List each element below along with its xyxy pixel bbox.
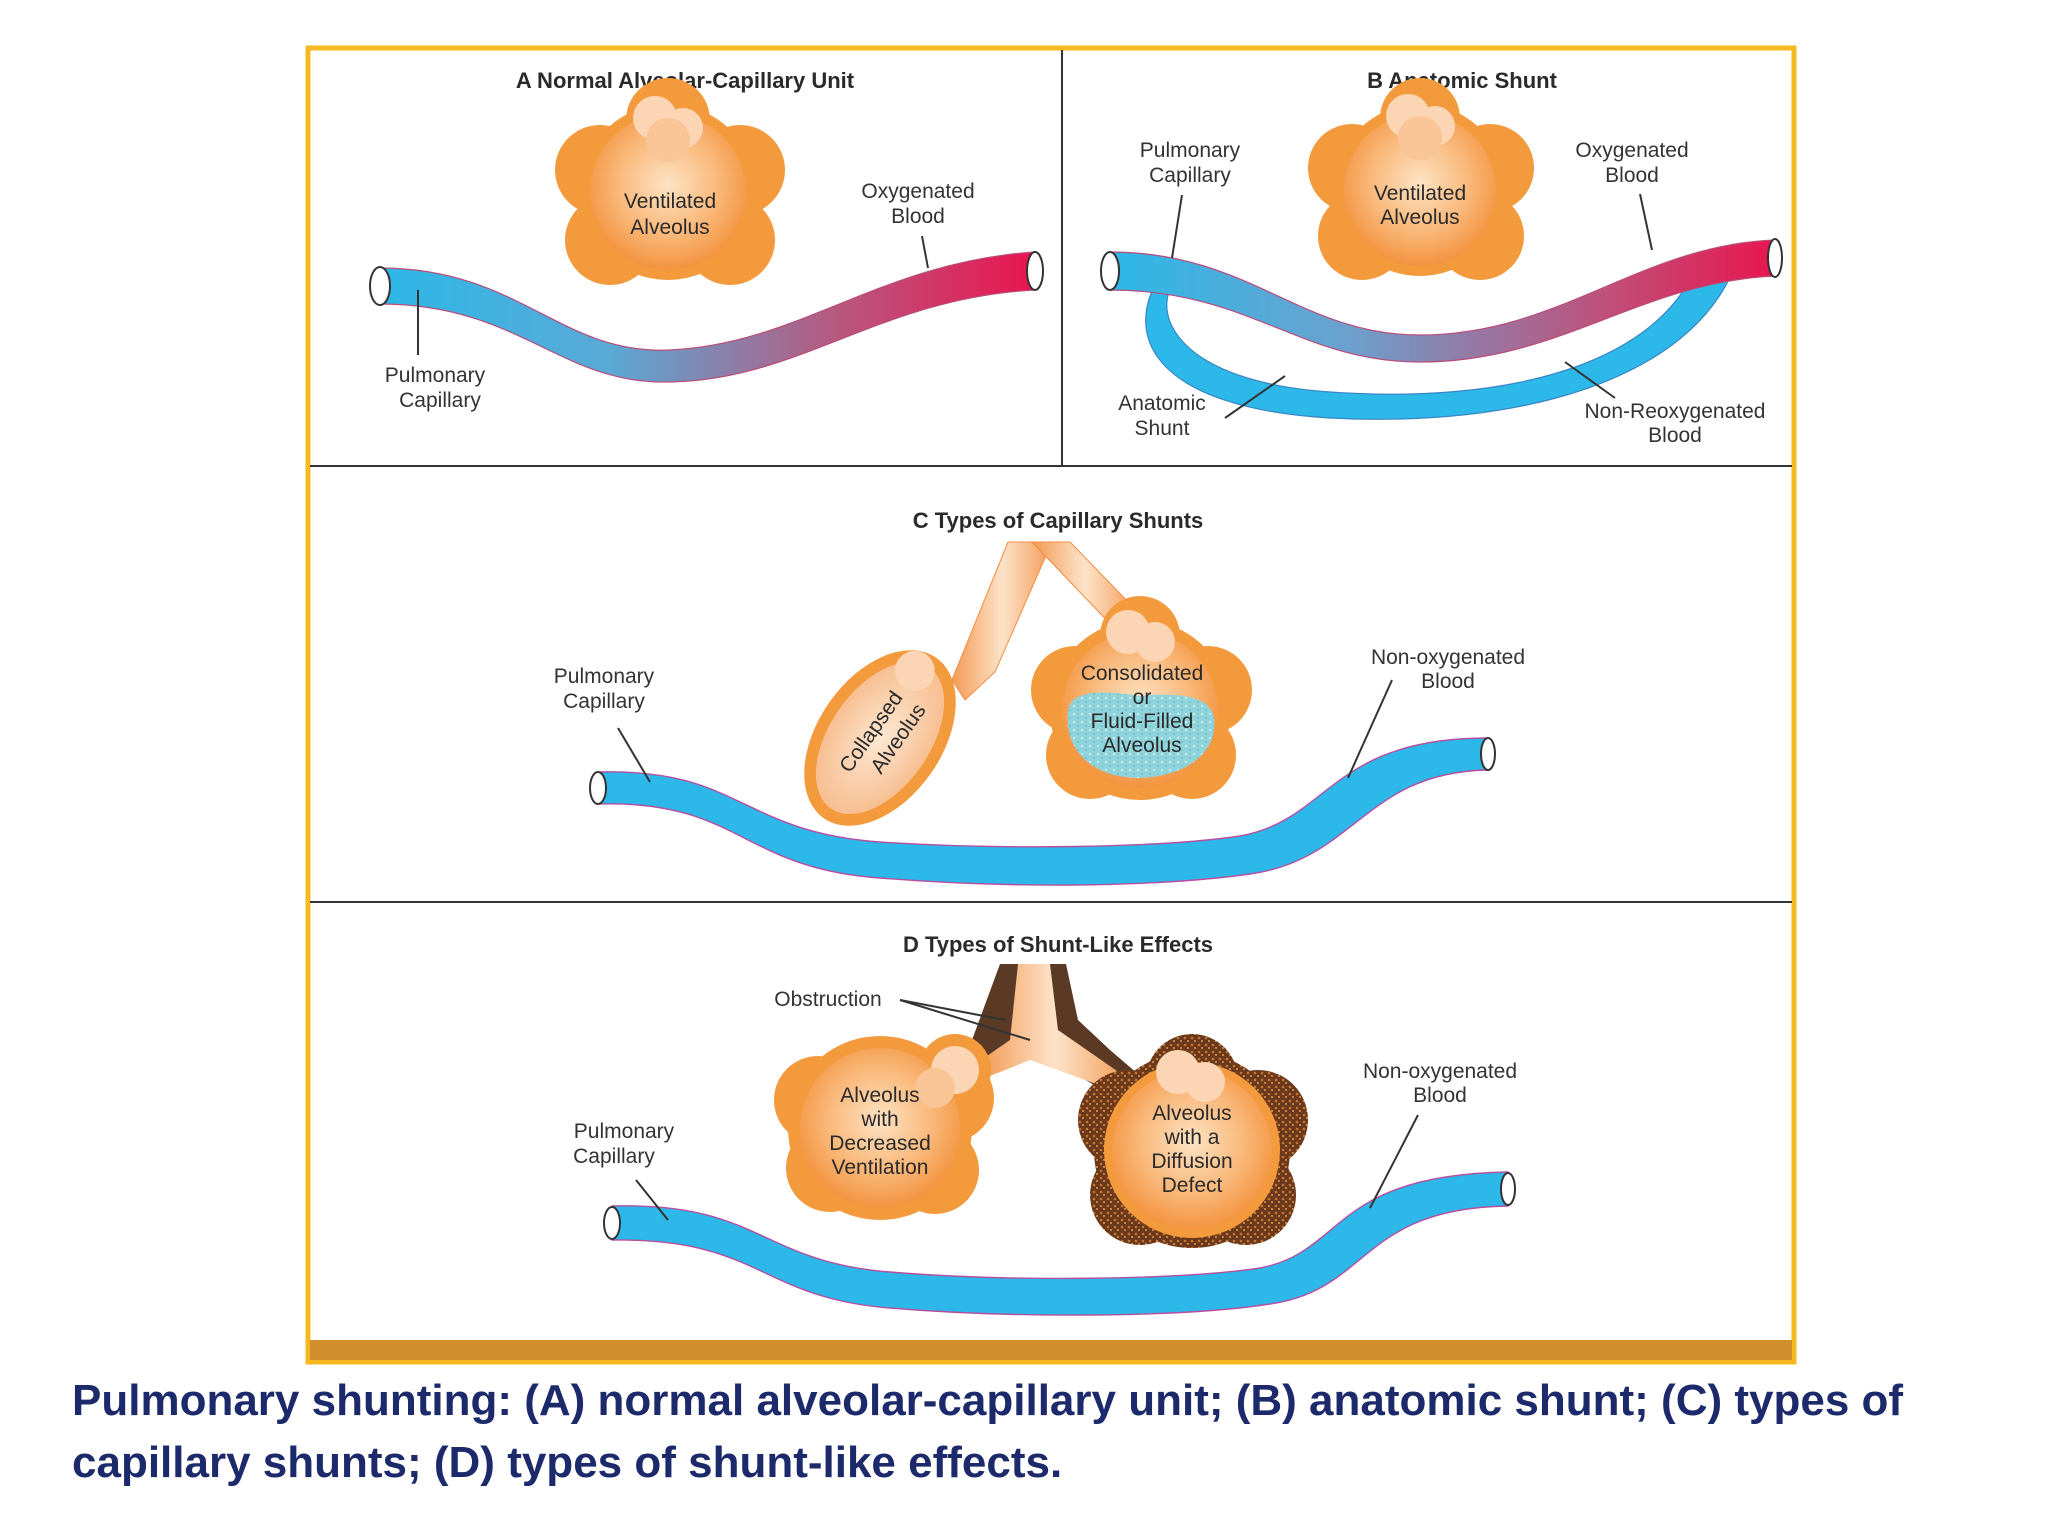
c-capillary-label-line1: Pulmonary	[554, 665, 655, 688]
decreased-label-line3: Decreased	[829, 1132, 931, 1155]
panel-d-title: D Types of Shunt-Like Effects	[903, 932, 1213, 957]
panel-c-title: C Types of Capillary Shunts	[913, 508, 1204, 533]
caption-line1: Pulmonary shunting: (A) normal alveolar-…	[72, 1376, 1904, 1425]
b-nonreox-label-line2: Blood	[1648, 424, 1702, 447]
b-oxygenated-label-line1: Oxygenated	[1575, 139, 1688, 162]
consolidated-label-line1: Consolidated	[1081, 662, 1204, 685]
alveolus-label-line2: Alveolus	[630, 216, 709, 239]
d-capillary-label-line2: Capillary	[573, 1145, 655, 1168]
oxygenated-label-line1: Oxygenated	[861, 180, 974, 203]
d-nonoxy-label-line1: Non-oxygenated	[1363, 1060, 1517, 1083]
b-oxygenated-label-line2: Blood	[1605, 164, 1659, 187]
panel-b: B Anatomic Shunt Ventilated Alveolus Pul…	[1100, 68, 1783, 447]
b-capillary-label-line2: Capillary	[1149, 164, 1231, 187]
consolidated-label-line2: or	[1133, 686, 1152, 709]
decreased-label-line4: Ventilation	[832, 1156, 929, 1179]
c-nonoxy-label-line2: Blood	[1421, 670, 1475, 693]
panel-b-alveolus: Ventilated Alveolus	[1308, 78, 1534, 280]
bottom-bar	[310, 1340, 1792, 1360]
capillary-label-line2: Capillary	[399, 389, 481, 412]
consolidated-alveolus: Consolidated or Fluid-Filled Alveolus	[1031, 596, 1252, 800]
diffusion-label-line4: Defect	[1162, 1174, 1223, 1197]
capillary-label-line1: Pulmonary	[385, 364, 486, 387]
consolidated-label-line4: Alveolus	[1102, 734, 1181, 757]
diffusion-defect-alveolus: Alveolus with a Diffusion Defect	[1078, 1034, 1308, 1248]
diffusion-label-line3: Diffusion	[1151, 1150, 1232, 1173]
c-capillary-label-line2: Capillary	[563, 690, 645, 713]
b-nonreox-label-line1: Non-Reoxygenated	[1585, 400, 1766, 423]
decreased-label-line2: with	[860, 1108, 898, 1131]
figure-caption: Pulmonary shunting: (A) normal alveolar-…	[72, 1370, 1972, 1494]
oxygenated-label-line2: Blood	[891, 205, 945, 228]
collapsed-alveolus: Collapsed Alveolus	[804, 650, 956, 826]
panel-d: D Types of Shunt-Like Effects Alveolus w…	[573, 932, 1517, 1316]
obstruction-label: Obstruction	[774, 988, 881, 1011]
b-shunt-label-line2: Shunt	[1135, 417, 1190, 440]
d-capillary-label-line1: Pulmonary	[574, 1120, 675, 1143]
d-nonoxy-label-line2: Blood	[1413, 1084, 1467, 1107]
decreased-ventilation-alveolus: Alveolus with Decreased Ventilation	[774, 1034, 994, 1220]
b-capillary-label-line1: Pulmonary	[1140, 139, 1241, 162]
b-alveolus-label-line2: Alveolus	[1380, 206, 1459, 229]
c-nonoxy-label-line1: Non-oxygenated	[1371, 646, 1525, 669]
b-shunt-label-line1: Anatomic	[1118, 392, 1206, 415]
caption-line2: capillary shunts; (D) types of shunt-lik…	[72, 1438, 1063, 1487]
diffusion-label-line2: with a	[1164, 1126, 1220, 1149]
decreased-label-line1: Alveolus	[840, 1084, 919, 1107]
panel-c: C Types of Capillary Shunts Collapsed Al…	[554, 508, 1525, 886]
alveolus-label-line1: Ventilated	[624, 190, 716, 213]
diffusion-label-line1: Alveolus	[1152, 1102, 1231, 1125]
consolidated-label-line3: Fluid-Filled	[1091, 710, 1194, 733]
panel-a-alveolus: Ventilated Alveolus	[555, 78, 785, 285]
b-alveolus-label-line1: Ventilated	[1374, 182, 1466, 205]
panel-a: A Normal Alveolar-Capillary Unit Ventila…	[369, 68, 1044, 412]
